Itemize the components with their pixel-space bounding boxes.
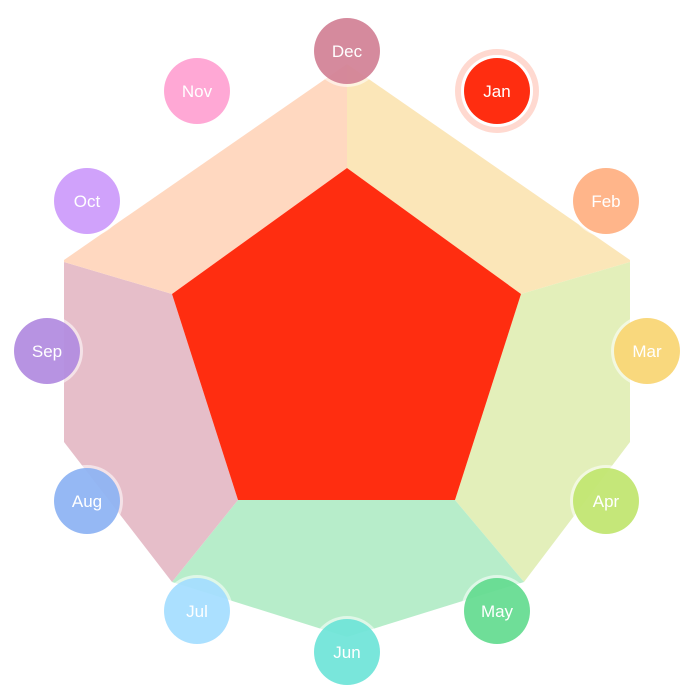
month-circle-oct — [54, 168, 120, 234]
month-label-nov: Nov — [182, 82, 213, 101]
month-label-jul: Jul — [186, 602, 208, 621]
month-node-oct[interactable]: Oct — [51, 165, 123, 237]
month-circle-feb — [573, 168, 639, 234]
month-circle-mar — [614, 318, 680, 384]
month-label-jun: Jun — [333, 643, 360, 662]
sector-2 — [455, 262, 630, 582]
month-selected-halo-jan — [455, 49, 539, 133]
month-label-apr: Apr — [593, 492, 620, 511]
sector-1 — [347, 64, 630, 294]
center-pentagon — [172, 168, 521, 500]
month-node-jan[interactable]: Jan — [455, 49, 539, 133]
month-circle-aug — [54, 468, 120, 534]
month-label-feb: Feb — [591, 192, 620, 211]
month-node-jul[interactable]: Jul — [161, 575, 233, 647]
month-node-apr[interactable]: Apr — [570, 465, 642, 537]
month-circle-may — [464, 578, 530, 644]
sector-5 — [64, 64, 347, 294]
month-node-may[interactable]: May — [461, 575, 533, 647]
month-node-feb[interactable]: Feb — [570, 165, 642, 237]
month-node-nov[interactable]: Nov — [161, 55, 233, 127]
month-circle-jan — [464, 58, 530, 124]
month-label-may: May — [481, 602, 514, 621]
month-node-aug[interactable]: Aug — [51, 465, 123, 537]
month-circle-jun — [314, 619, 380, 685]
month-circle-nov — [164, 58, 230, 124]
month-node-mar[interactable]: Mar — [611, 315, 683, 387]
month-circle-jul — [164, 578, 230, 644]
month-circle-dec — [314, 18, 380, 84]
month-circle-sep — [14, 318, 80, 384]
month-label-aug: Aug — [72, 492, 102, 511]
month-node-sep[interactable]: Sep — [11, 315, 83, 387]
month-label-sep: Sep — [32, 342, 62, 361]
month-node-dec[interactable]: Dec — [311, 15, 383, 87]
month-circle-apr — [573, 468, 639, 534]
month-label-dec: Dec — [332, 42, 363, 61]
month-label-mar: Mar — [632, 342, 662, 361]
month-node-jun[interactable]: Jun — [311, 616, 383, 688]
sector-4 — [64, 262, 238, 582]
month-label-oct: Oct — [74, 192, 101, 211]
month-label-jan: Jan — [483, 82, 510, 101]
sector-layer — [64, 64, 630, 637]
sector-3 — [172, 500, 524, 637]
